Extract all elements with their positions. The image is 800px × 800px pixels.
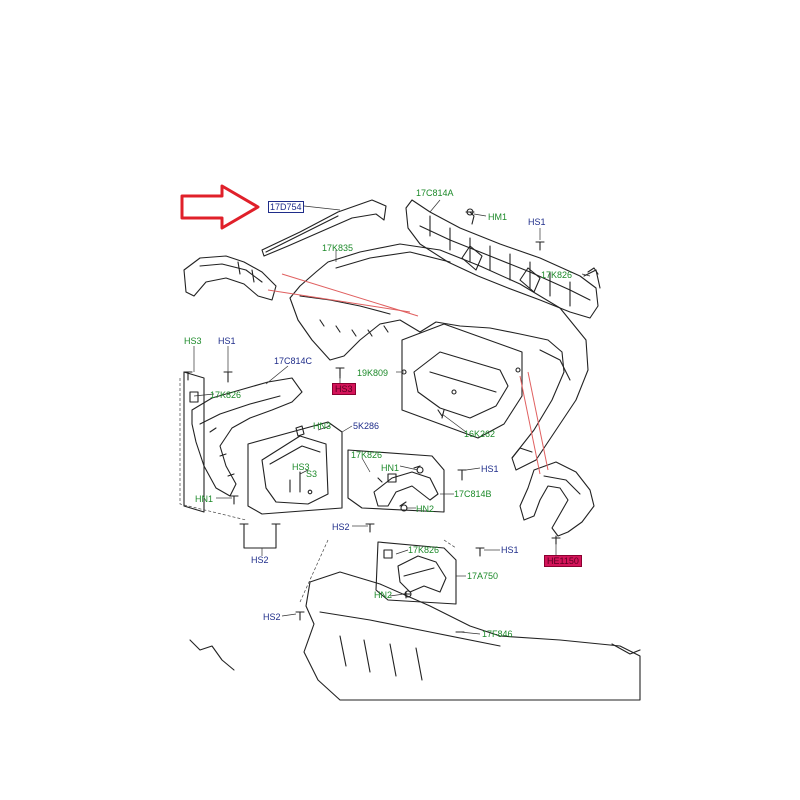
bracket-17C814C xyxy=(191,377,303,497)
bracket-17A750 xyxy=(397,555,447,593)
leader-line-4 xyxy=(519,375,541,475)
callout-17C814C: 17C814C xyxy=(274,356,313,366)
panel-5K286 xyxy=(261,435,329,505)
callout-HN1-mid: HN1 xyxy=(381,463,400,473)
callout-5K286: 5K286 xyxy=(353,421,380,431)
strip-17D754 xyxy=(261,199,387,257)
callout-HS1-mid: HS1 xyxy=(481,464,499,474)
bracket-17C814B xyxy=(373,471,439,507)
reinforcement-17C814A xyxy=(405,199,599,319)
callout-17C814B: 17C814B xyxy=(454,489,492,499)
callout-S3: S3 xyxy=(306,469,318,479)
bumper-cover-17K835 xyxy=(289,243,589,471)
leader-line-1 xyxy=(281,273,419,317)
callout-17D754: 17D754 xyxy=(268,201,304,213)
leader-line-2 xyxy=(267,289,411,313)
inset-box-5K286 xyxy=(247,421,343,515)
callout-HN3: HN3 xyxy=(313,421,332,431)
callout-17C814A: 17C814A xyxy=(416,188,454,198)
inset-box-17C814B xyxy=(347,449,445,513)
callout-HS3-left: HS3 xyxy=(184,336,202,346)
callout-HS2-left: HS2 xyxy=(251,555,269,565)
corner-bracket-right xyxy=(519,461,595,537)
inset-box-19K809 xyxy=(401,323,523,439)
callout-HS2-mid: HS2 xyxy=(332,522,350,532)
callout-17K826-right: 17K826 xyxy=(541,270,573,280)
highlight-left: HS3 xyxy=(332,383,356,395)
callout-17A750: 17A750 xyxy=(467,571,499,581)
callout-17K826-low: 17K826 xyxy=(408,545,440,555)
callout-17K835: 17K835 xyxy=(322,243,354,253)
callout-HN1-left: HN1 xyxy=(195,494,214,504)
leader-line-3 xyxy=(527,371,549,471)
callout-HN2-mid: HN2 xyxy=(416,504,435,514)
highlight-right: HE1150 xyxy=(544,555,582,567)
inset-box-17A750 xyxy=(375,541,457,605)
callout-HN2-low: HN2 xyxy=(374,590,393,600)
callout-19K809: 19K809 xyxy=(357,368,389,378)
inset-box-17C814C xyxy=(183,371,205,513)
callout-HM1: HM1 xyxy=(488,212,508,222)
callout-17F846: 17F846 xyxy=(482,629,513,639)
callout-17K826-left: 17K826 xyxy=(210,390,242,400)
callout-HS1-left: HS1 xyxy=(218,336,236,346)
callout-17K826-mid: 17K826 xyxy=(351,450,383,460)
red-arrow-icon xyxy=(180,184,260,230)
callout-HS1-low: HS1 xyxy=(501,545,519,555)
panel-16K262 xyxy=(413,351,509,419)
callout-HS1-top: HS1 xyxy=(528,217,546,227)
corner-bracket-left-top xyxy=(183,255,277,301)
diffuser-17F846 xyxy=(303,571,641,701)
callout-16K262: 16K262 xyxy=(464,429,496,439)
callout-HS3-mid: HS3 xyxy=(292,462,310,472)
callout-HS2-bottom: HS2 xyxy=(263,612,281,622)
